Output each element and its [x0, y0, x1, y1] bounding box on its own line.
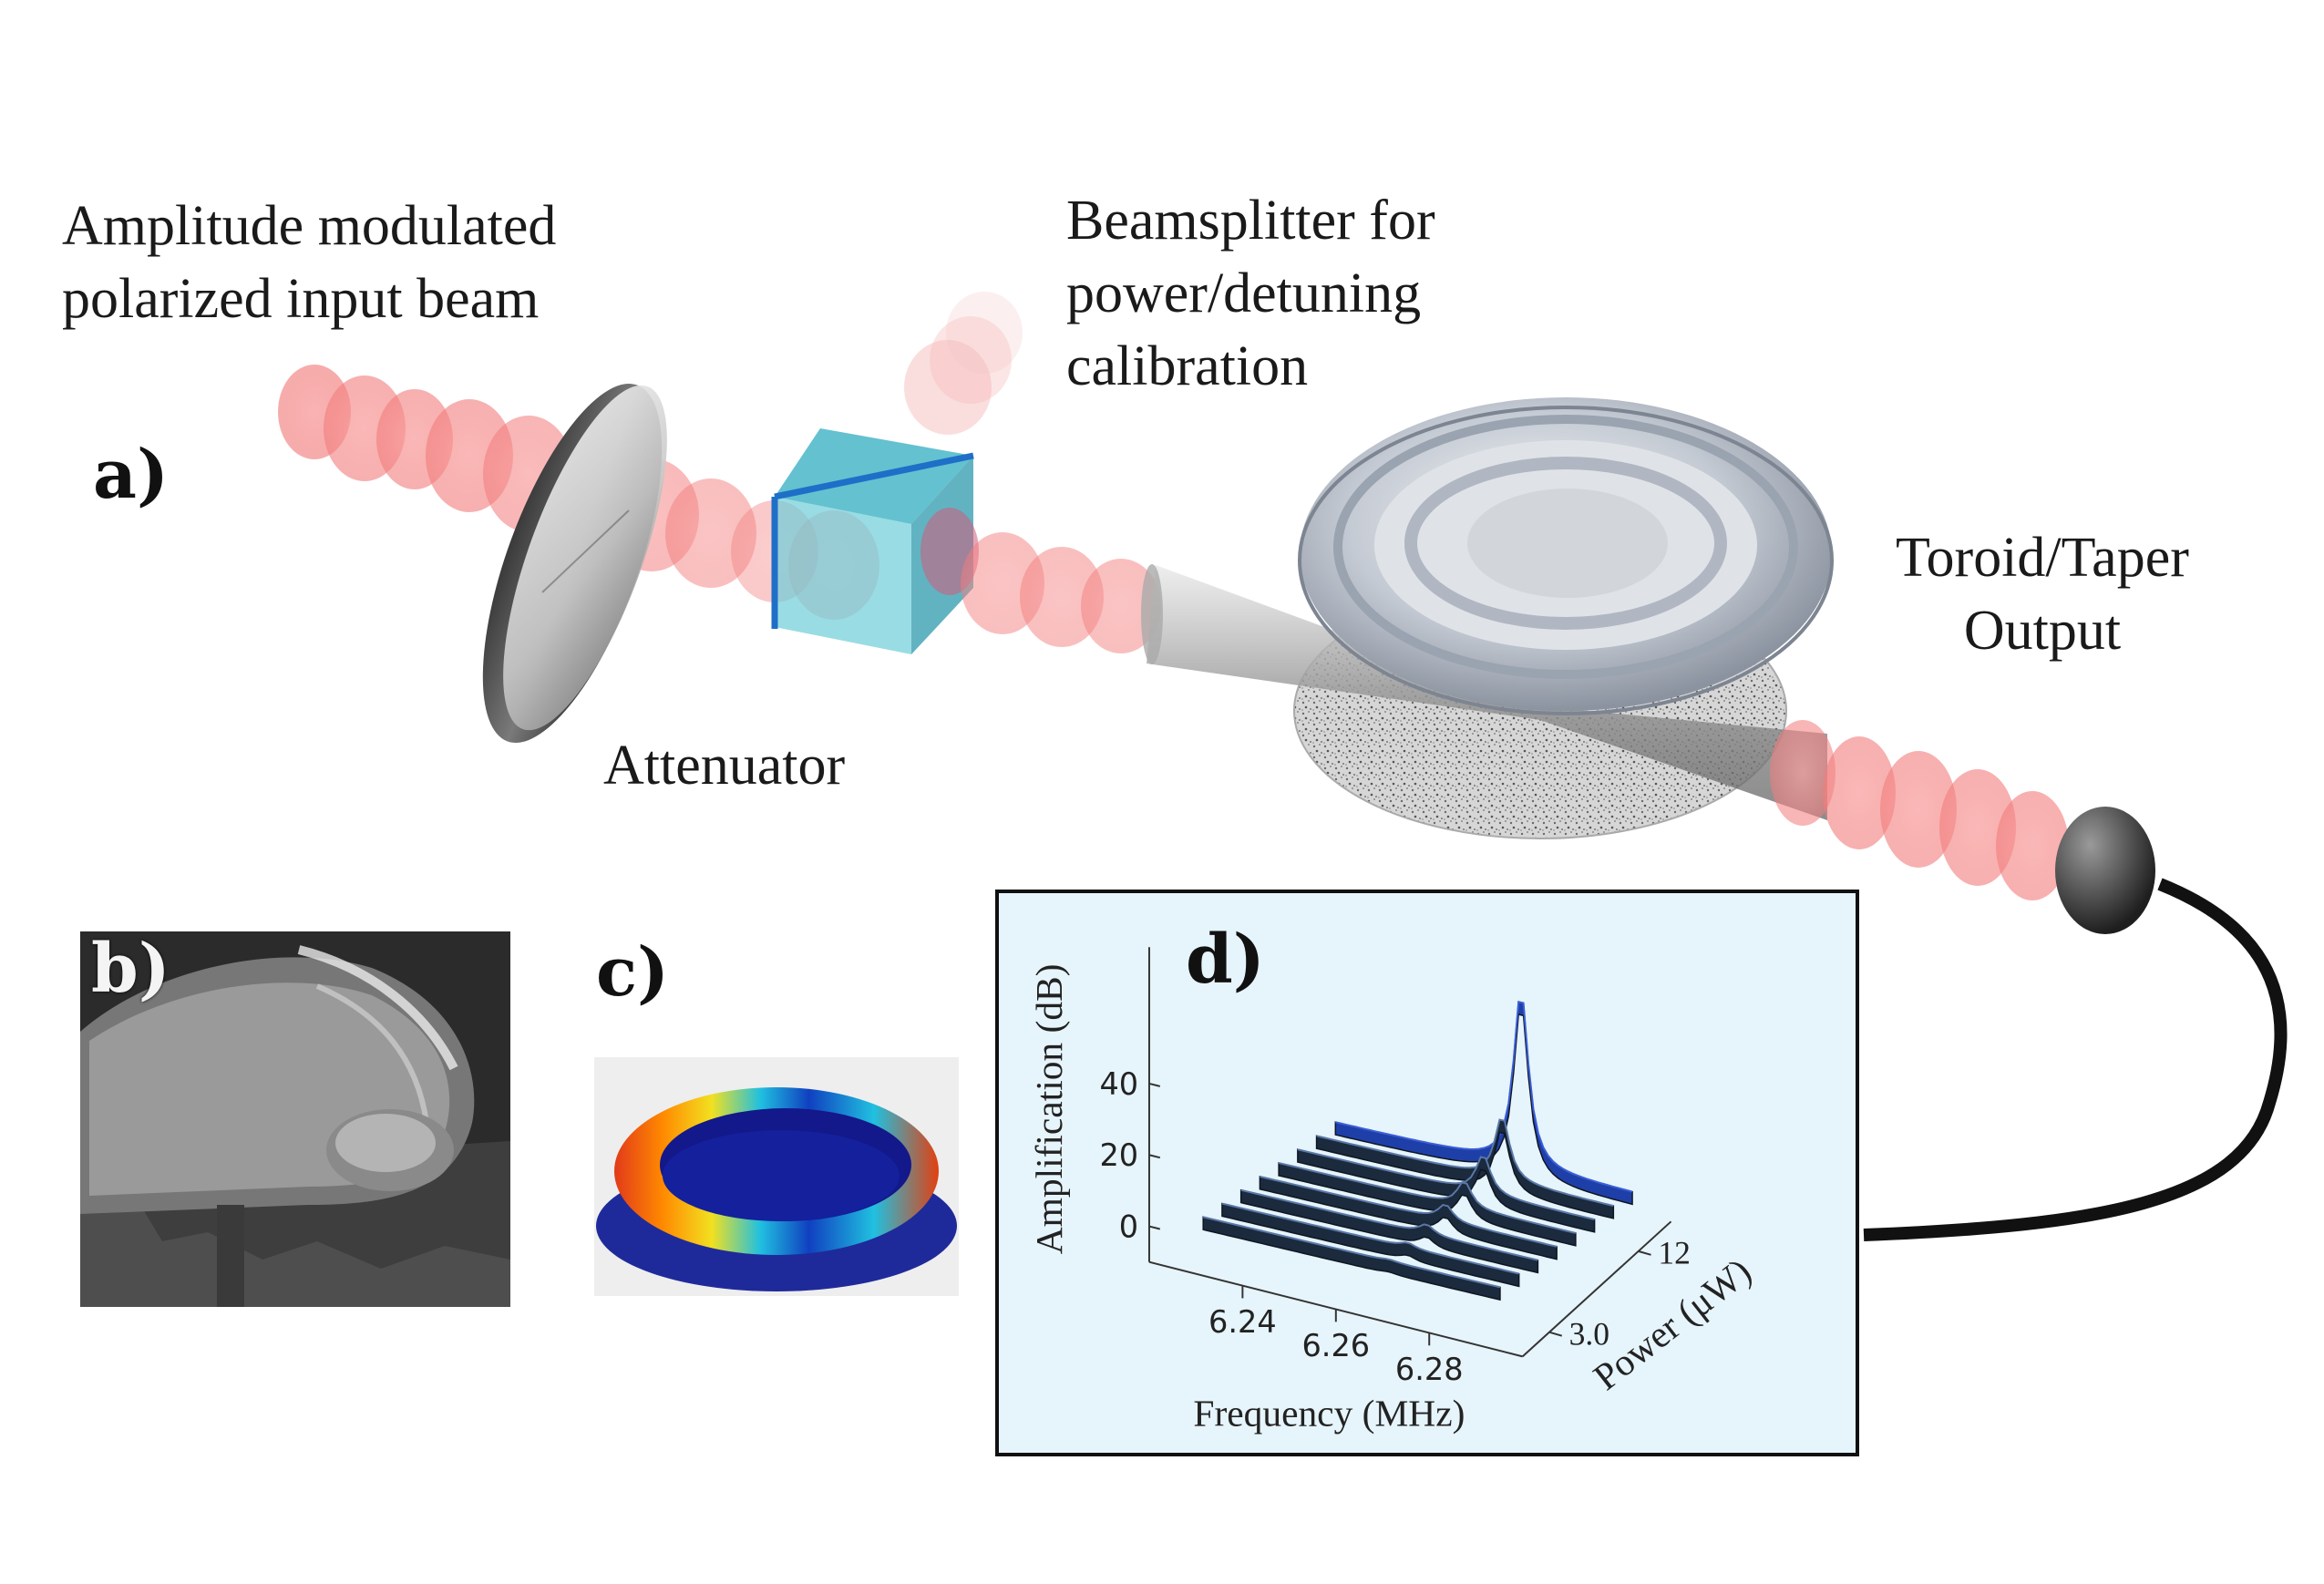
input-beam-label: Amplitude modulated polarized input beam	[62, 190, 556, 335]
y-tick-label-1: 20	[1099, 1137, 1138, 1173]
panel-label-a: a)	[93, 436, 169, 514]
trace-highlight-1	[1202, 1216, 1501, 1289]
trace-highlight-3	[1240, 1188, 1538, 1261]
trace-highlight-5	[1278, 1162, 1577, 1234]
sem-toroid-illustration	[80, 931, 510, 1307]
x-axis	[1148, 1260, 1523, 1358]
x-tick-label-1: 6.26	[1301, 1328, 1370, 1363]
z-axis	[1521, 1220, 1672, 1358]
output-label-line-2: Output	[1963, 600, 2122, 662]
toroid-ring	[1298, 397, 1834, 715]
z-tick-0	[1548, 1331, 1563, 1337]
output-beam	[1770, 720, 2069, 900]
input-beam-label-line-2: polarized input beam	[62, 268, 540, 330]
y-tick-2	[1148, 1082, 1161, 1087]
beamsplitter-label: Beamsplitter for power/detuning calibrat…	[1066, 184, 1435, 403]
panel-label-b: b)	[91, 930, 170, 1008]
beamsplitter-label-line-3: calibration	[1066, 335, 1309, 397]
attenuator-label: Attenuator	[603, 735, 846, 797]
z-axis-title: Power (μW)	[1586, 1250, 1760, 1398]
chart-traces	[1202, 1001, 1633, 1301]
z-tick-label-1: 12	[1658, 1235, 1691, 1271]
trace-highlight-6	[1297, 1148, 1595, 1220]
detector	[1863, 807, 2288, 1241]
z-tick-1	[1638, 1250, 1651, 1256]
y-tick-1	[1148, 1154, 1161, 1159]
x-tick-label-0: 6.24	[1208, 1304, 1277, 1340]
trace-highlight-7	[1316, 1118, 1614, 1207]
beamsplitter-label-line-1: Beamsplitter for	[1066, 190, 1435, 252]
x-tick-label-2: 6.28	[1395, 1352, 1464, 1387]
output-label-line-1: Toroid/Taper	[1896, 527, 2189, 589]
y-tick-label-2: 40	[1099, 1066, 1138, 1102]
y-axis-title: Amplification (dB)	[1028, 964, 1071, 1255]
y-tick-0	[1148, 1225, 1161, 1230]
reflected-beam	[904, 292, 1023, 435]
panel-label-d: d)	[1186, 921, 1265, 999]
mode-simulation-graphic	[596, 1087, 957, 1291]
mode-simulation	[594, 1057, 959, 1296]
trace-highlight-4	[1260, 1175, 1558, 1248]
y-tick-label-0: 0	[1119, 1209, 1138, 1244]
trace-highlight-2	[1221, 1202, 1519, 1275]
sem-image	[80, 931, 510, 1307]
beam-after-cube	[961, 532, 1161, 653]
x-axis-title: Frequency (MHz)	[1193, 1392, 1465, 1435]
output-label: Toroid/Taper Output	[1896, 521, 2189, 667]
input-beam-label-line-1: Amplitude modulated	[62, 195, 557, 257]
beamsplitter-cube	[771, 428, 979, 654]
chart-axes	[1147, 947, 1672, 1358]
trace-highlight-8	[1335, 1001, 1633, 1193]
panel-label-c: c)	[596, 933, 670, 1012]
z-tick-label-0: 3.0	[1569, 1316, 1609, 1353]
attenuator-disc	[482, 383, 667, 744]
beamsplitter-label-line-2: power/detuning	[1066, 262, 1422, 324]
